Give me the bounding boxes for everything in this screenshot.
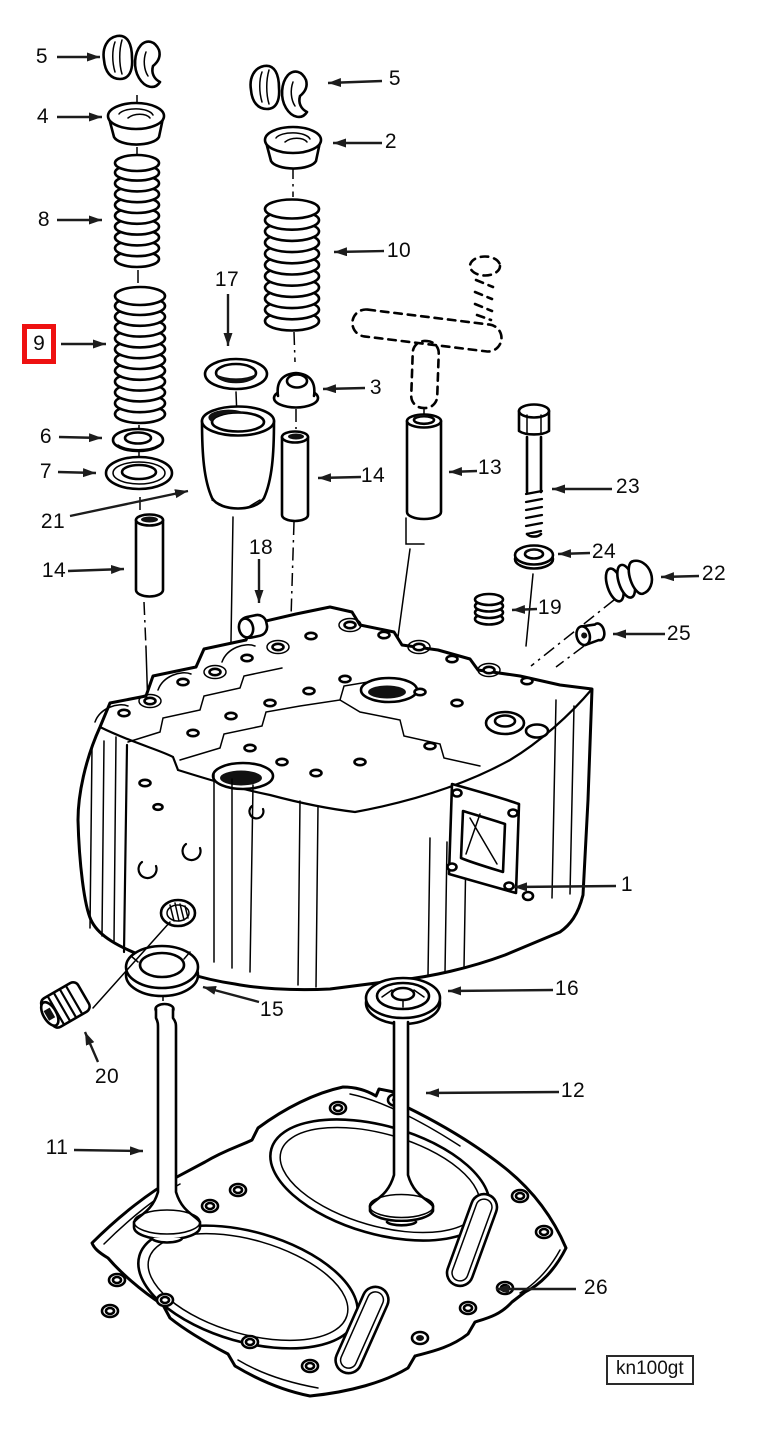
callout-25[interactable]: 25 (666, 622, 692, 645)
part-valve-keepers-left (102, 34, 162, 89)
callout-18[interactable]: 18 (248, 536, 274, 559)
callout-13[interactable]: 13 (477, 456, 503, 479)
part-spring-retainer-2 (263, 125, 323, 170)
callout-19[interactable]: 19 (537, 596, 563, 619)
callout-arrows (57, 52, 700, 1294)
part-tappet-cup-21 (200, 405, 276, 510)
part-seal-7 (104, 455, 174, 491)
part-cylinder-head (76, 605, 594, 992)
callout-21[interactable]: 21 (40, 510, 66, 533)
callout-1[interactable]: 1 (620, 873, 634, 896)
part-valve-guide-14-left (134, 513, 165, 598)
callout-14-left[interactable]: 14 (41, 559, 67, 582)
callout-15[interactable]: 15 (259, 998, 285, 1021)
callout-10[interactable]: 10 (386, 239, 412, 262)
deck-holes (117, 617, 534, 812)
part-seal-ring-15 (124, 944, 200, 998)
part-valve-spring-10 (263, 198, 321, 332)
callout-24[interactable]: 24 (591, 540, 617, 563)
callout-3[interactable]: 3 (369, 376, 383, 399)
part-washer-6 (111, 427, 165, 453)
part-plug-25 (575, 622, 606, 647)
part-valve-11 (132, 1002, 202, 1244)
leader-plug20-hole (92, 921, 171, 1009)
callout-20[interactable]: 20 (94, 1065, 120, 1088)
part-spring-19 (473, 592, 505, 626)
callout-8[interactable]: 8 (37, 208, 51, 231)
callout-5-left[interactable]: 5 (35, 45, 49, 68)
part-valve-spring-8 (113, 153, 161, 269)
callout-5-right[interactable]: 5 (388, 67, 402, 90)
callout-22[interactable]: 22 (701, 562, 727, 585)
callout-2[interactable]: 2 (384, 130, 398, 153)
figure-code-label: kn100gt (606, 1355, 694, 1385)
callout-14-mid[interactable]: 14 (360, 464, 386, 487)
part-rocker-assembly-dashed (351, 255, 503, 410)
callout-16[interactable]: 16 (554, 977, 580, 1000)
callout-9[interactable]: 9 (33, 332, 45, 355)
part-valve-rotator-16 (364, 976, 442, 1026)
callout-26[interactable]: 26 (583, 1276, 609, 1299)
part-spring-retainer-4 (106, 101, 166, 146)
part-cap-3 (272, 371, 320, 409)
part-valve-12 (368, 1020, 435, 1227)
callout-23[interactable]: 23 (615, 475, 641, 498)
part-plug-18 (237, 613, 269, 640)
callout-12[interactable]: 12 (560, 1079, 586, 1102)
part-cup-plug-22 (604, 559, 654, 603)
callout-4[interactable]: 4 (36, 105, 50, 128)
callout-9-highlight-box[interactable]: 9 (22, 324, 56, 364)
part-washer-24 (513, 544, 555, 570)
callout-6[interactable]: 6 (39, 425, 53, 448)
part-threaded-plug-20 (39, 981, 91, 1029)
part-valve-keepers-right (249, 64, 309, 119)
callout-17[interactable]: 17 (214, 268, 240, 291)
part-spring-seat-17 (203, 357, 269, 391)
part-valve-guide-14-mid (280, 430, 310, 523)
callout-11[interactable]: 11 (45, 1136, 69, 1159)
part-bolt-23 (517, 403, 551, 538)
part-valve-spring-9 (113, 285, 167, 425)
axis-lines (136, 95, 615, 1001)
callout-7[interactable]: 7 (39, 460, 53, 483)
part-valve-guide-13 (405, 413, 443, 545)
